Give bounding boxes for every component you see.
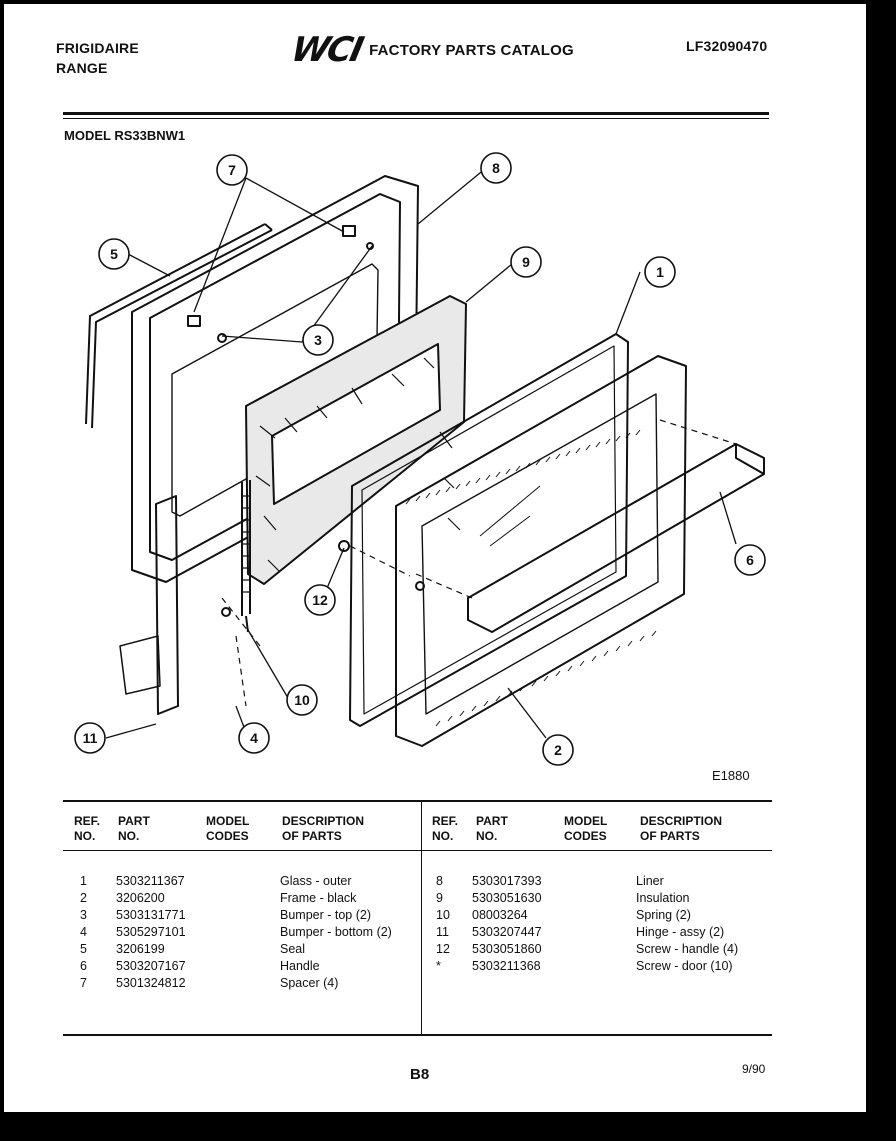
table-header-rule <box>63 850 772 851</box>
callout-8: 8 <box>480 152 512 184</box>
header-rule-thin <box>63 118 769 119</box>
svg-text:8: 8 <box>492 160 500 176</box>
brand-name: FRIGIDAIRE <box>56 40 139 56</box>
callout-6: 6 <box>734 544 766 576</box>
svg-text:2: 2 <box>554 742 562 758</box>
table-divider <box>421 802 422 1034</box>
svg-text:7: 7 <box>228 162 236 178</box>
svg-text:4: 4 <box>250 730 258 746</box>
part-frame-black <box>395 355 687 747</box>
svg-text:3: 3 <box>314 332 322 348</box>
header-rule <box>63 112 769 115</box>
callout-4: 4 <box>238 722 270 754</box>
callout-1: 1 <box>644 256 676 288</box>
figure-id: E1880 <box>712 768 750 783</box>
svg-text:5: 5 <box>110 246 118 262</box>
callout-5: 5 <box>98 238 130 270</box>
callout-11: 11 <box>74 722 106 754</box>
svg-text:12: 12 <box>312 592 328 608</box>
table-bottom-rule <box>63 1034 772 1036</box>
part-hinge-spring <box>119 480 251 715</box>
callout-2: 2 <box>542 734 574 766</box>
col-ref-left: REF.NO. <box>74 814 101 843</box>
catalog-title: FACTORY PARTS CATALOG <box>369 41 574 59</box>
svg-text:11: 11 <box>83 730 98 746</box>
col-ref-right: REF.NO. <box>432 814 459 843</box>
callout-10: 10 <box>286 684 318 716</box>
svg-text:9: 9 <box>522 254 530 270</box>
page-number: B8 <box>410 1066 430 1083</box>
exploded-door-diagram: 1 2 3 4 5 6 7 8 9 10 11 12 <box>74 152 766 766</box>
model-label: MODEL RS33BNW1 <box>64 128 186 143</box>
svg-text:10: 10 <box>294 692 310 708</box>
svg-text:6: 6 <box>746 552 754 568</box>
brand-block: FRIGIDAIRE RANGE <box>56 38 139 78</box>
svg-text:1: 1 <box>656 264 664 280</box>
wci-logo: WCI <box>287 30 366 70</box>
catalog-number: LF32090470 <box>686 38 768 54</box>
callout-9: 9 <box>510 246 542 278</box>
callout-12: 12 <box>304 584 336 616</box>
catalog-heading: WCI FACTORY PARTS CATALOG <box>288 30 574 70</box>
callout-7: 7 <box>216 154 248 186</box>
assembly-lines <box>221 419 737 707</box>
catalog-page <box>4 4 866 1112</box>
product-type: RANGE <box>56 60 108 76</box>
table-top-rule <box>63 800 772 802</box>
revision-date: 9/90 <box>742 1062 766 1076</box>
callout-3: 3 <box>302 324 334 356</box>
